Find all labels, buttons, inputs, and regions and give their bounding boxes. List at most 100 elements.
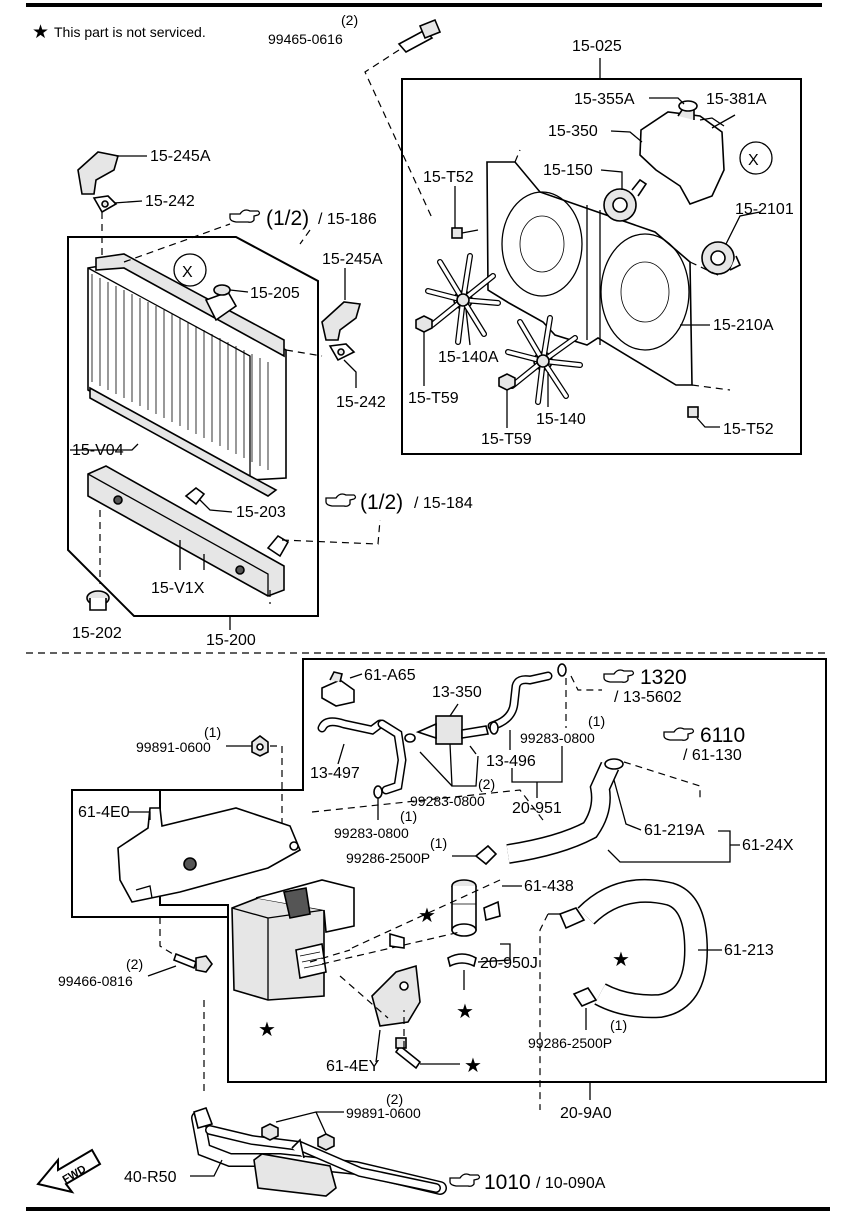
label-bolt-qty: (2) xyxy=(126,956,143,972)
nut-99891-0600-lower-right xyxy=(317,1133,335,1151)
pointing-hand-icon xyxy=(663,727,695,741)
label-61-24X: 61-24X xyxy=(742,837,794,854)
nut-15-T59-right xyxy=(498,373,516,391)
label-15-T52-upper: 15-T52 xyxy=(423,169,474,186)
ref-10-090A-page: 1010 xyxy=(484,1171,531,1194)
label-40-R50: 40-R50 xyxy=(124,1169,177,1186)
pipe-40-R50 xyxy=(191,1106,447,1197)
heater-unit xyxy=(231,879,355,1001)
label-15-V04: 15-V04 xyxy=(72,442,124,459)
label-15-140: 15-140 xyxy=(536,411,586,428)
label-bolt: 99466-0816 xyxy=(58,973,133,989)
fan-labels: 15-355A 15-381A 15-350 15-150 15-T52 15-… xyxy=(408,91,794,448)
ref-15-186-page: (1/2) xyxy=(266,207,309,230)
label-13-496: 13-496 xyxy=(486,753,536,770)
ref-13-5602-code: / 13-5602 xyxy=(614,689,682,706)
label-15-210A: 15-210A xyxy=(713,317,774,334)
fan-leaders xyxy=(423,97,761,428)
clamp-99283-0800-left xyxy=(373,785,383,799)
sensor-61-A65 xyxy=(321,671,355,707)
label-61-213: 61-213 xyxy=(724,942,774,959)
label-clamp-left-qty: (1) xyxy=(400,808,417,824)
nut-15-T59-left xyxy=(415,315,433,333)
valve-tag xyxy=(483,900,501,922)
insulator-15-245A-top xyxy=(77,151,120,195)
ref-13-5602[interactable]: 1320 / 13-5602 xyxy=(603,666,687,706)
ref-61-130[interactable]: 6110 / 61-130 xyxy=(663,724,745,764)
solenoid-13-350 xyxy=(404,715,489,755)
svg-text:★: ★ xyxy=(612,947,630,971)
label-15-025: 15-025 xyxy=(572,38,622,55)
fan-blade-15-140A xyxy=(425,253,501,345)
label-20-950J: 20-950J xyxy=(480,955,538,972)
label-15-205: 15-205 xyxy=(250,285,300,302)
ref-61-130-code: / 61-130 xyxy=(683,747,742,764)
plug-15-202 xyxy=(86,590,110,611)
hose-13-496 xyxy=(487,671,553,731)
mount-15-242-top xyxy=(92,195,118,214)
fan-shroud xyxy=(486,161,693,386)
svg-text:X: X xyxy=(182,264,193,281)
drain-plug-15-203 xyxy=(184,486,206,506)
label-15-242-top: 15-242 xyxy=(145,193,195,210)
svg-text:★: ★ xyxy=(464,1053,482,1077)
label-15-350: 15-350 xyxy=(548,123,598,140)
filler-neck-15-205 xyxy=(204,284,238,322)
label-clamp-right: 99283-0800 xyxy=(520,730,595,746)
label-15-V1X: 15-V1X xyxy=(151,580,205,597)
clip-20-950J xyxy=(447,953,477,968)
label-nut-lower: 99891-0600 xyxy=(346,1105,421,1121)
ref-15-184-code: / 15-184 xyxy=(414,495,473,512)
label-nut-upper-qty: (1) xyxy=(204,724,221,740)
label-20-9A0: 20-9A0 xyxy=(560,1105,612,1122)
label-15-245A-right: 15-245A xyxy=(322,251,383,268)
bracket-61-4E0 xyxy=(117,807,302,903)
clamp-61-213-upper xyxy=(548,907,586,930)
svg-text:X: X xyxy=(748,152,759,169)
radiator-box xyxy=(67,236,319,617)
label-clamp-lower-qty: (1) xyxy=(610,1017,627,1033)
label-hose-clamp-qty: (1) xyxy=(430,835,447,851)
ref-10-090A[interactable]: 1010 / 10-090A xyxy=(449,1171,606,1194)
clamp-99286-2500P-lower xyxy=(572,987,598,1007)
label-bolt-top-qty: (2) xyxy=(341,12,358,28)
pointing-hand-icon xyxy=(603,669,635,683)
bolt-15-T52-lower xyxy=(687,406,699,418)
svg-text:★: ★ xyxy=(456,999,474,1023)
label-clamp-right-qty: (1) xyxy=(588,713,605,729)
clamp-99286-2500P-upper xyxy=(474,844,498,866)
label-15-355A: 15-355A xyxy=(574,91,635,108)
bolt-15-T52-upper xyxy=(451,227,479,239)
label-15-200: 15-200 xyxy=(206,632,256,649)
label-61-219A: 61-219A xyxy=(644,822,705,839)
label-61-438: 61-438 xyxy=(524,878,574,895)
label-hose-clamp: 99286-2500P xyxy=(346,850,430,866)
lower-tank-15-V1X xyxy=(87,465,290,597)
pointing-hand-icon xyxy=(449,1173,481,1187)
label-15-245A-top: 15-245A xyxy=(150,148,211,165)
label-nut-lower-qty: (2) xyxy=(386,1091,403,1107)
label-clamp-lower: 99286-2500P xyxy=(528,1035,612,1051)
label-15-T59-right: 15-T59 xyxy=(481,431,532,448)
ref-15-184[interactable]: (1/2) / 15-184 xyxy=(325,491,473,514)
fan-assembly-box xyxy=(401,78,802,455)
label-bolt-top: 99465-0616 xyxy=(268,31,343,47)
legend-star-icon: ★ xyxy=(32,21,49,43)
ref-15-186[interactable]: (1/2) / 15-186 xyxy=(229,207,377,230)
hose-61-213 xyxy=(577,878,709,1019)
bolt-61-4EY xyxy=(394,1037,422,1070)
label-nut-upper: 99891-0600 xyxy=(136,739,211,755)
label-clamp-left: 99283-0800 xyxy=(334,825,409,841)
label-15-150: 15-150 xyxy=(543,162,593,179)
label-20-951: 20-951 xyxy=(512,800,562,817)
svg-text:★: ★ xyxy=(418,903,436,927)
label-15-381A: 15-381A xyxy=(706,91,767,108)
forward-arrow-icon: FWD xyxy=(36,1148,102,1194)
pointing-hand-icon xyxy=(325,493,357,507)
bracket-small xyxy=(389,932,405,949)
mount-15-242-right xyxy=(328,343,356,362)
bracket-61-4E0-box xyxy=(71,789,229,918)
label-61-A65: 61-A65 xyxy=(364,667,416,684)
nut-99891-0600-lower-left xyxy=(261,1123,279,1141)
